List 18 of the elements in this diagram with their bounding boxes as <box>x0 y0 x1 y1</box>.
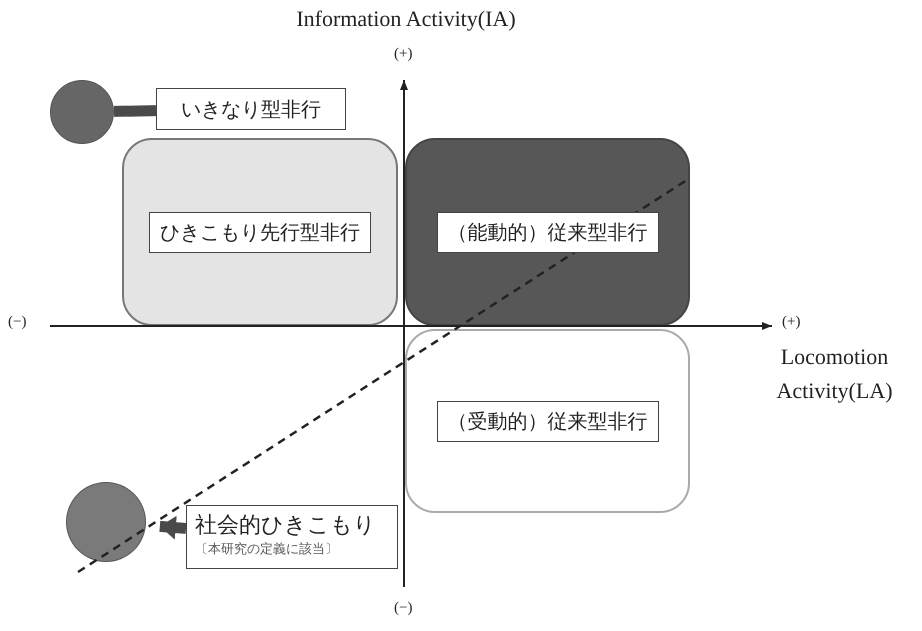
quadrant-box <box>405 138 690 326</box>
axis-title: Information Activity(IA) <box>295 6 517 32</box>
connector-bar <box>114 105 156 117</box>
axis-end-label: (+) <box>782 314 800 331</box>
category-label: （受動的）従来型非行 <box>436 400 658 442</box>
category-label: ひきこもり先行型非行 <box>149 212 371 252</box>
arrow <box>159 516 186 540</box>
quadrant-box <box>405 329 690 513</box>
category-label: （能動的）従来型非行 <box>436 212 658 252</box>
axis-title: Locomotion Activity(LA) <box>775 343 894 406</box>
axis-end-label: (−) <box>8 314 26 331</box>
category-label: 社会的ひきこもり <box>195 512 377 540</box>
label-box <box>186 505 398 569</box>
axis-end-label: (−) <box>394 600 412 617</box>
category-label: いきなり型非行 <box>156 88 346 130</box>
note-text: 〔本研究の定義に該当〕 <box>195 541 339 558</box>
axis-end-label: (+) <box>394 46 412 63</box>
quadrant-box <box>122 138 398 326</box>
